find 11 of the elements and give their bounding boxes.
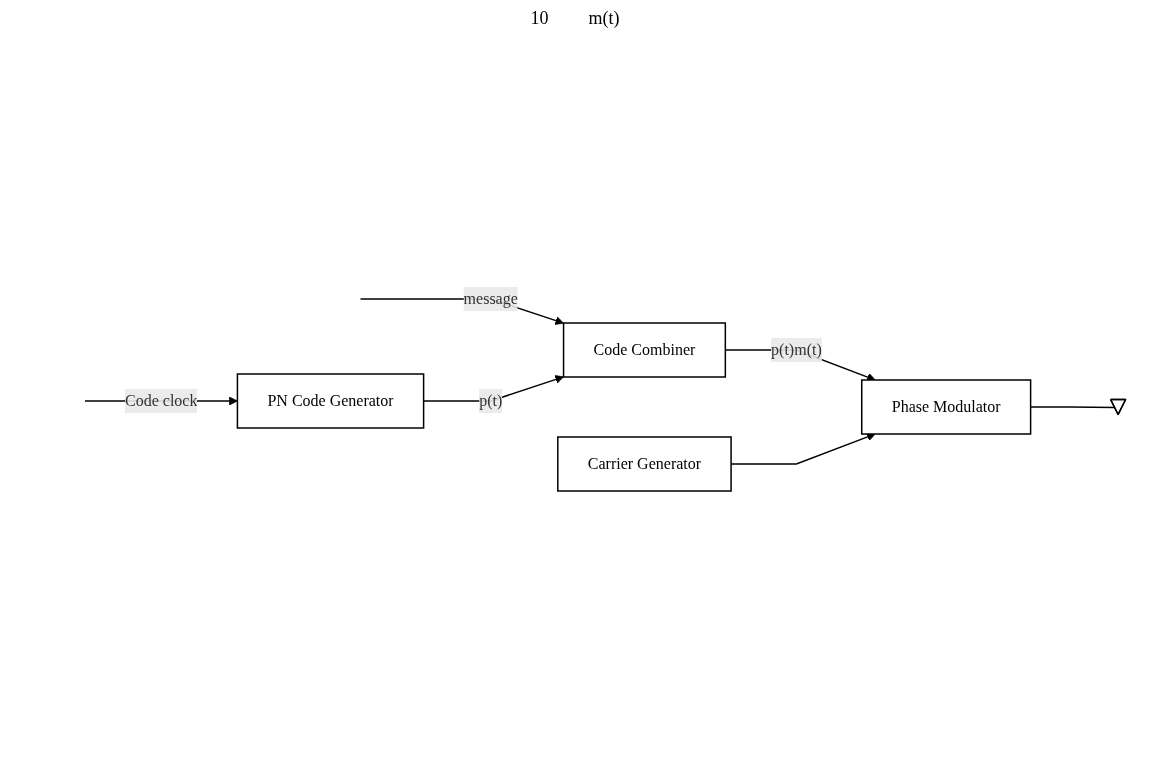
node-box: Carrier Generator xyxy=(556,435,732,492)
note-label: m(t) xyxy=(588,8,620,29)
node-box: Code Combiner xyxy=(562,321,726,378)
edge-label: p(t)m(t) xyxy=(770,340,822,358)
node-box: Phase Modulator xyxy=(860,378,1032,435)
edge-label: message xyxy=(463,289,518,307)
edge-label: p(t) xyxy=(478,391,502,409)
edge-label: Code clock xyxy=(124,391,198,409)
arrow xyxy=(730,432,876,465)
node-box: PN Code Generator xyxy=(236,372,425,429)
note-label: 10 xyxy=(530,8,549,29)
